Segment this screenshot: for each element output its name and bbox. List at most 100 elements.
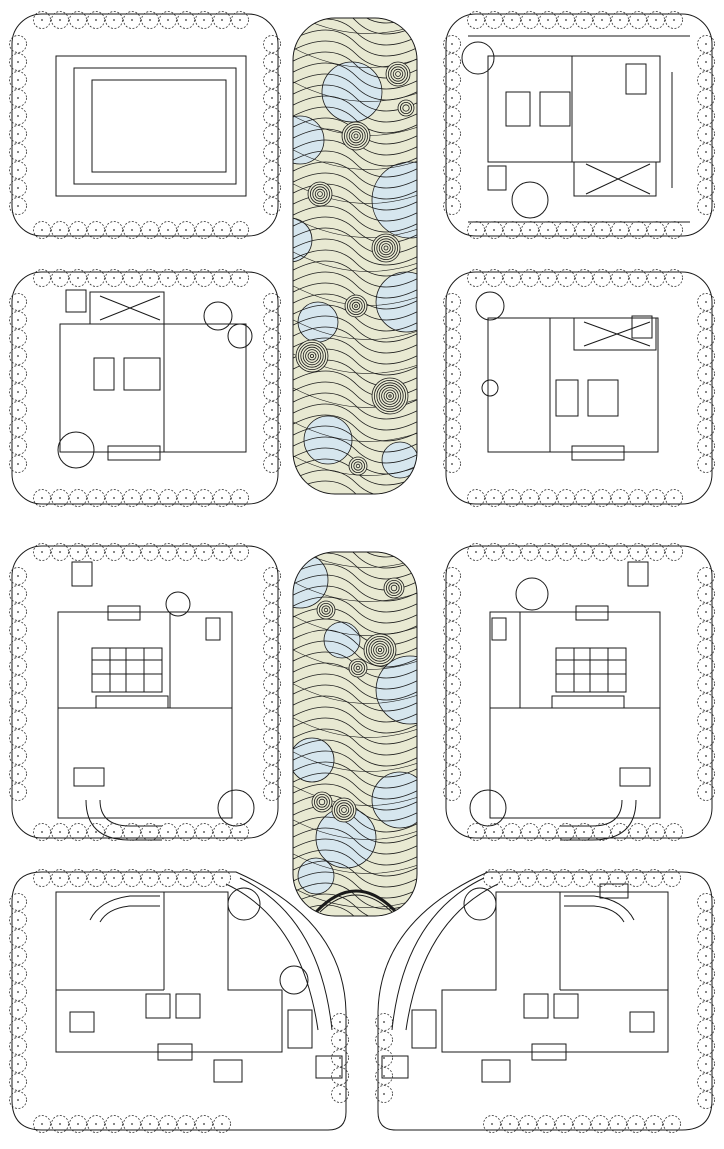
ramp — [89, 291, 165, 325]
contour-line — [293, 577, 417, 602]
tree-icon — [105, 269, 123, 287]
contour-line — [293, 684, 417, 712]
park-north — [292, 17, 418, 495]
tree-icon — [467, 269, 485, 287]
contour-line — [293, 29, 417, 57]
tree-icon — [51, 1115, 69, 1133]
core — [123, 357, 161, 391]
tree-icon — [375, 1085, 393, 1103]
tree-icon — [557, 489, 575, 507]
tree-icon — [69, 543, 87, 561]
tree-icon — [647, 823, 665, 841]
tree-icon — [443, 401, 461, 419]
tree-icon — [575, 11, 593, 29]
tree-icon — [195, 869, 213, 887]
core-grid — [556, 648, 626, 692]
tree-icon — [9, 983, 27, 1001]
tree-icon — [9, 675, 27, 693]
tree-icon — [485, 543, 503, 561]
contour-line — [293, 750, 417, 778]
tree-icon — [9, 143, 27, 161]
tree-icon — [483, 1115, 501, 1133]
tree-icon — [263, 329, 281, 347]
contour-line — [293, 304, 417, 332]
tree-icon — [665, 221, 683, 239]
tree-icon — [485, 489, 503, 507]
contour-line — [293, 679, 417, 704]
tree-icon — [443, 747, 461, 765]
tree-icon — [51, 11, 69, 29]
tree-icon — [375, 1013, 393, 1031]
contour-line — [293, 761, 417, 789]
contour-line — [293, 717, 417, 745]
tree-icon — [141, 269, 159, 287]
contour-line — [293, 618, 417, 646]
contour-line — [293, 205, 417, 233]
tree-icon — [263, 603, 281, 621]
tree-icon — [627, 869, 645, 887]
tree-icon — [629, 221, 647, 239]
tree-icon — [177, 1115, 195, 1133]
planter — [203, 301, 233, 331]
tree-icon — [665, 543, 683, 561]
tree-icon — [537, 869, 555, 887]
service-yard — [481, 1059, 511, 1083]
tree-icon — [697, 329, 715, 347]
core — [523, 993, 549, 1019]
tree-icon — [375, 1049, 393, 1067]
tree-icon — [263, 711, 281, 729]
contour-line — [293, 227, 417, 255]
core — [587, 379, 619, 417]
tree-icon — [697, 657, 715, 675]
tree-icon — [263, 89, 281, 107]
tree-icon — [9, 911, 27, 929]
planter — [475, 291, 505, 321]
tree-icon — [697, 747, 715, 765]
contour-line — [293, 179, 417, 204]
contour-line — [293, 383, 417, 408]
ring-planter — [316, 600, 336, 620]
tree-icon — [697, 53, 715, 71]
tree-icon — [575, 221, 593, 239]
building-outline — [55, 891, 283, 1053]
tree-row — [9, 869, 349, 1133]
tree-icon — [177, 823, 195, 841]
contour-line — [293, 403, 417, 431]
entrance-canopy — [531, 1043, 567, 1061]
tree-icon — [443, 693, 461, 711]
tree-icon — [87, 1115, 105, 1133]
tree-icon — [611, 11, 629, 29]
tree-icon — [123, 543, 141, 561]
tree-icon — [611, 823, 629, 841]
tree-icon — [557, 543, 575, 561]
tree-icon — [105, 543, 123, 561]
tree-icon — [443, 711, 461, 729]
tree-icon — [9, 401, 27, 419]
tree-icon — [195, 269, 213, 287]
tree-icon — [9, 639, 27, 657]
contour-line — [293, 706, 417, 734]
tree-icon — [467, 823, 485, 841]
tree-icon — [263, 383, 281, 401]
tree-icon — [105, 1115, 123, 1133]
tree-icon — [213, 221, 231, 239]
tree-icon — [263, 197, 281, 215]
tree-icon — [443, 567, 461, 585]
contour-line — [293, 574, 417, 602]
tree-icon — [263, 107, 281, 125]
tree-icon — [123, 1115, 141, 1133]
tree-icon — [331, 1013, 349, 1031]
block-top-left — [9, 11, 281, 239]
tree-icon — [697, 419, 715, 437]
stair — [625, 63, 647, 95]
ring-planter — [341, 121, 371, 151]
tree-icon — [443, 179, 461, 197]
contour-line — [293, 611, 417, 636]
entrance-canopy — [575, 605, 609, 621]
tree-icon — [177, 11, 195, 29]
service-yard — [213, 1059, 243, 1083]
plaza-step-inner — [91, 79, 227, 173]
tree-icon — [443, 585, 461, 603]
tree-icon — [69, 823, 87, 841]
tree-icon — [33, 869, 51, 887]
